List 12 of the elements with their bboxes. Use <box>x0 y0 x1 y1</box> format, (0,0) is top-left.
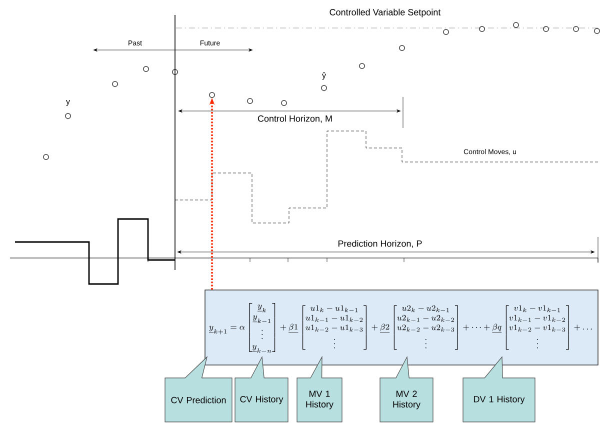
callout-box: MV 2 History <box>380 356 434 422</box>
callout-box: DV 1 History <box>462 356 536 422</box>
setpoint-label: Controlled Variable Setpoint <box>330 8 441 18</box>
variable-label: y <box>66 100 70 106</box>
callout-box: MV 1 History <box>296 356 342 422</box>
dimension-label: Control Horizon, M <box>258 115 332 123</box>
callout-box: CV History <box>234 356 288 422</box>
data-point <box>209 92 215 98</box>
dimension-label: Prediction Horizon, P <box>338 240 422 248</box>
callout-box: CV Prediction <box>164 356 232 422</box>
formula-box: $\underline{y}_{k+1} = \alpha \begin{bmatrix} \underline{y}_k \\ \underline{y}_{k-1} \\ \vdots \\ \underline{y}_{k-n} \end{bmatrix} + \underline{\beta 1} \begin{bmatrix} u1_k - u1_{k-1} \\ u1_{k-1} - u1_{k-2} \\ u1_{k-2} - u1_{k-3} \\ \vdots \end{bmatrix} + \underline{\beta 2} \begin{bmatrix} u2_k - u2_{k-1} \\ u2_{k-1} - u2_{k-2} \\ u2_{k-2} - u2_{k-3} \\ \vdots \end{bmatrix} + \dots + \underline{\beta q} \begin{bmatrix} v1_k - v1_{k-1} \\ v1_{k-1} - v1_{k-2} \\ v1_{k-2} - v1_{k-3} \\ \vdots \end{bmatrix} + \dots$ <box>204 290 598 366</box>
variable-label: ŷ <box>322 72 326 80</box>
